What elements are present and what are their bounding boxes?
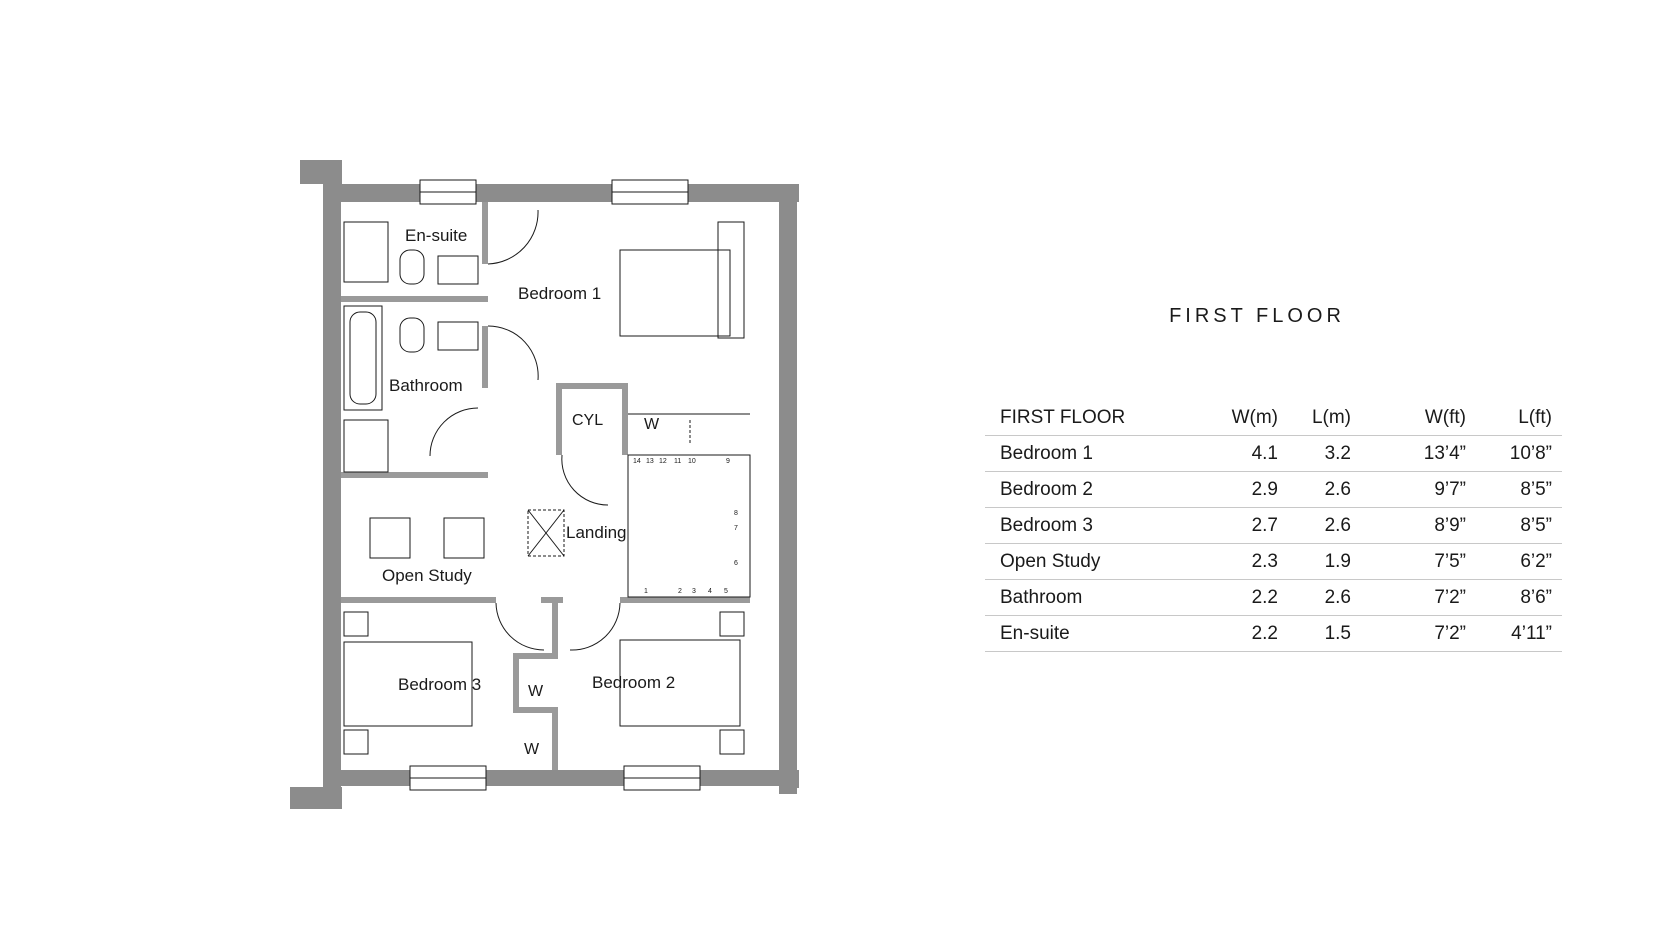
stair-step-number: 11 (674, 458, 681, 465)
wardrobe-bottom-label: W (524, 741, 540, 758)
cell-room: Bathroom (985, 579, 1210, 616)
stair-step-number: 14 (633, 458, 641, 465)
table-row: Bathroom 2.2 2.6 7’2” 8’6” (985, 579, 1562, 616)
stair-step-number: 10 (688, 458, 696, 465)
cell-width-m: 4.1 (1210, 435, 1278, 472)
wardrobe-mid-label: W (528, 683, 544, 700)
stair-step-numbers: 14 13 12 11 10 9 8 7 6 5 4 3 2 1 (633, 458, 738, 595)
stair-step-number: 4 (708, 588, 712, 595)
cell-length-ft: 6’2” (1466, 543, 1562, 580)
windows (409, 179, 701, 791)
stair-step-number: 6 (734, 560, 738, 567)
table-row: Bedroom 3 2.7 2.6 8’9” 8’5” (985, 507, 1562, 544)
stair-step-number: 12 (659, 458, 667, 465)
cell-width-m: 2.2 (1210, 579, 1278, 616)
cell-length-m: 1.9 (1278, 543, 1351, 580)
header-length-ft: L(ft) (1466, 400, 1562, 436)
cell-length-m: 1.5 (1278, 615, 1351, 652)
cell-length-ft: 8’5” (1466, 507, 1562, 544)
cell-width-m: 2.3 (1210, 543, 1278, 580)
cell-room: Bedroom 2 (985, 471, 1210, 508)
stair-step-number: 5 (724, 588, 728, 595)
bedroom1-label: Bedroom 1 (518, 284, 601, 303)
room-dimensions-table: FIRST FLOOR W(m) L(m) W(ft) L(ft) Bedroo… (985, 400, 1562, 652)
header-length-m: L(m) (1278, 400, 1351, 436)
floor-title: FIRST FLOOR (1169, 305, 1345, 327)
cell-length-ft: 4’11” (1466, 615, 1562, 652)
stair-step-number: 3 (692, 588, 696, 595)
stair-step-number: 7 (734, 525, 738, 532)
fixtures (343, 221, 751, 755)
cell-width-m: 2.2 (1210, 615, 1278, 652)
wall-caps (779, 184, 799, 788)
cell-length-m: 3.2 (1278, 435, 1351, 472)
header-room: FIRST FLOOR (985, 400, 1210, 436)
cell-length-ft: 8’5” (1466, 471, 1562, 508)
table-row: En-suite 2.2 1.5 7’2” 4’11” (985, 615, 1562, 652)
cell-length-m: 2.6 (1278, 471, 1351, 508)
room-labels: En-suite Bedroom 1 Bathroom CYL W Landin… (382, 226, 675, 758)
table-header-row: FIRST FLOOR W(m) L(m) W(ft) L(ft) (985, 400, 1562, 436)
header-width-ft: W(ft) (1351, 400, 1466, 436)
cell-width-m: 2.9 (1210, 471, 1278, 508)
open-study-label: Open Study (382, 566, 472, 585)
cell-width-ft: 8’9” (1351, 507, 1466, 544)
cell-length-m: 2.6 (1278, 579, 1351, 616)
table-row: Bedroom 2 2.9 2.6 9’7” 8’5” (985, 471, 1562, 508)
internal-walls (341, 202, 750, 770)
stair-step-number: 13 (646, 458, 654, 465)
stair-step-number: 9 (726, 458, 730, 465)
stair-step-number: 1 (644, 588, 648, 595)
cell-length-m: 2.6 (1278, 507, 1351, 544)
wardrobe-top-label: W (644, 416, 660, 433)
cell-room: Bedroom 1 (985, 435, 1210, 472)
cell-length-ft: 10’8” (1466, 435, 1562, 472)
cell-width-ft: 9’7” (1351, 471, 1466, 508)
stair-step-number: 2 (678, 588, 682, 595)
cell-width-ft: 13’4” (1351, 435, 1466, 472)
cell-width-ft: 7’2” (1351, 579, 1466, 616)
cell-room: Open Study (985, 543, 1210, 580)
header-width-m: W(m) (1210, 400, 1278, 436)
table-row: Open Study 2.3 1.9 7’5” 6’2” (985, 543, 1562, 580)
cyl-label: CYL (572, 412, 603, 429)
bathroom-label: Bathroom (389, 376, 463, 395)
ensuite-label: En-suite (405, 226, 467, 245)
cell-room: Bedroom 3 (985, 507, 1210, 544)
cell-width-ft: 7’5” (1351, 543, 1466, 580)
cell-length-ft: 8’6” (1466, 579, 1562, 616)
landing-label: Landing (566, 523, 627, 542)
cell-room: En-suite (985, 615, 1210, 652)
table-row: Bedroom 1 4.1 3.2 13’4” 10’8” (985, 435, 1562, 472)
bedroom2-label: Bedroom 2 (592, 673, 675, 692)
stair-step-number: 8 (734, 510, 738, 517)
door-swings (429, 209, 621, 651)
cell-width-ft: 7’2” (1351, 615, 1466, 652)
bedroom3-label: Bedroom 3 (398, 675, 481, 694)
cell-width-m: 2.7 (1210, 507, 1278, 544)
